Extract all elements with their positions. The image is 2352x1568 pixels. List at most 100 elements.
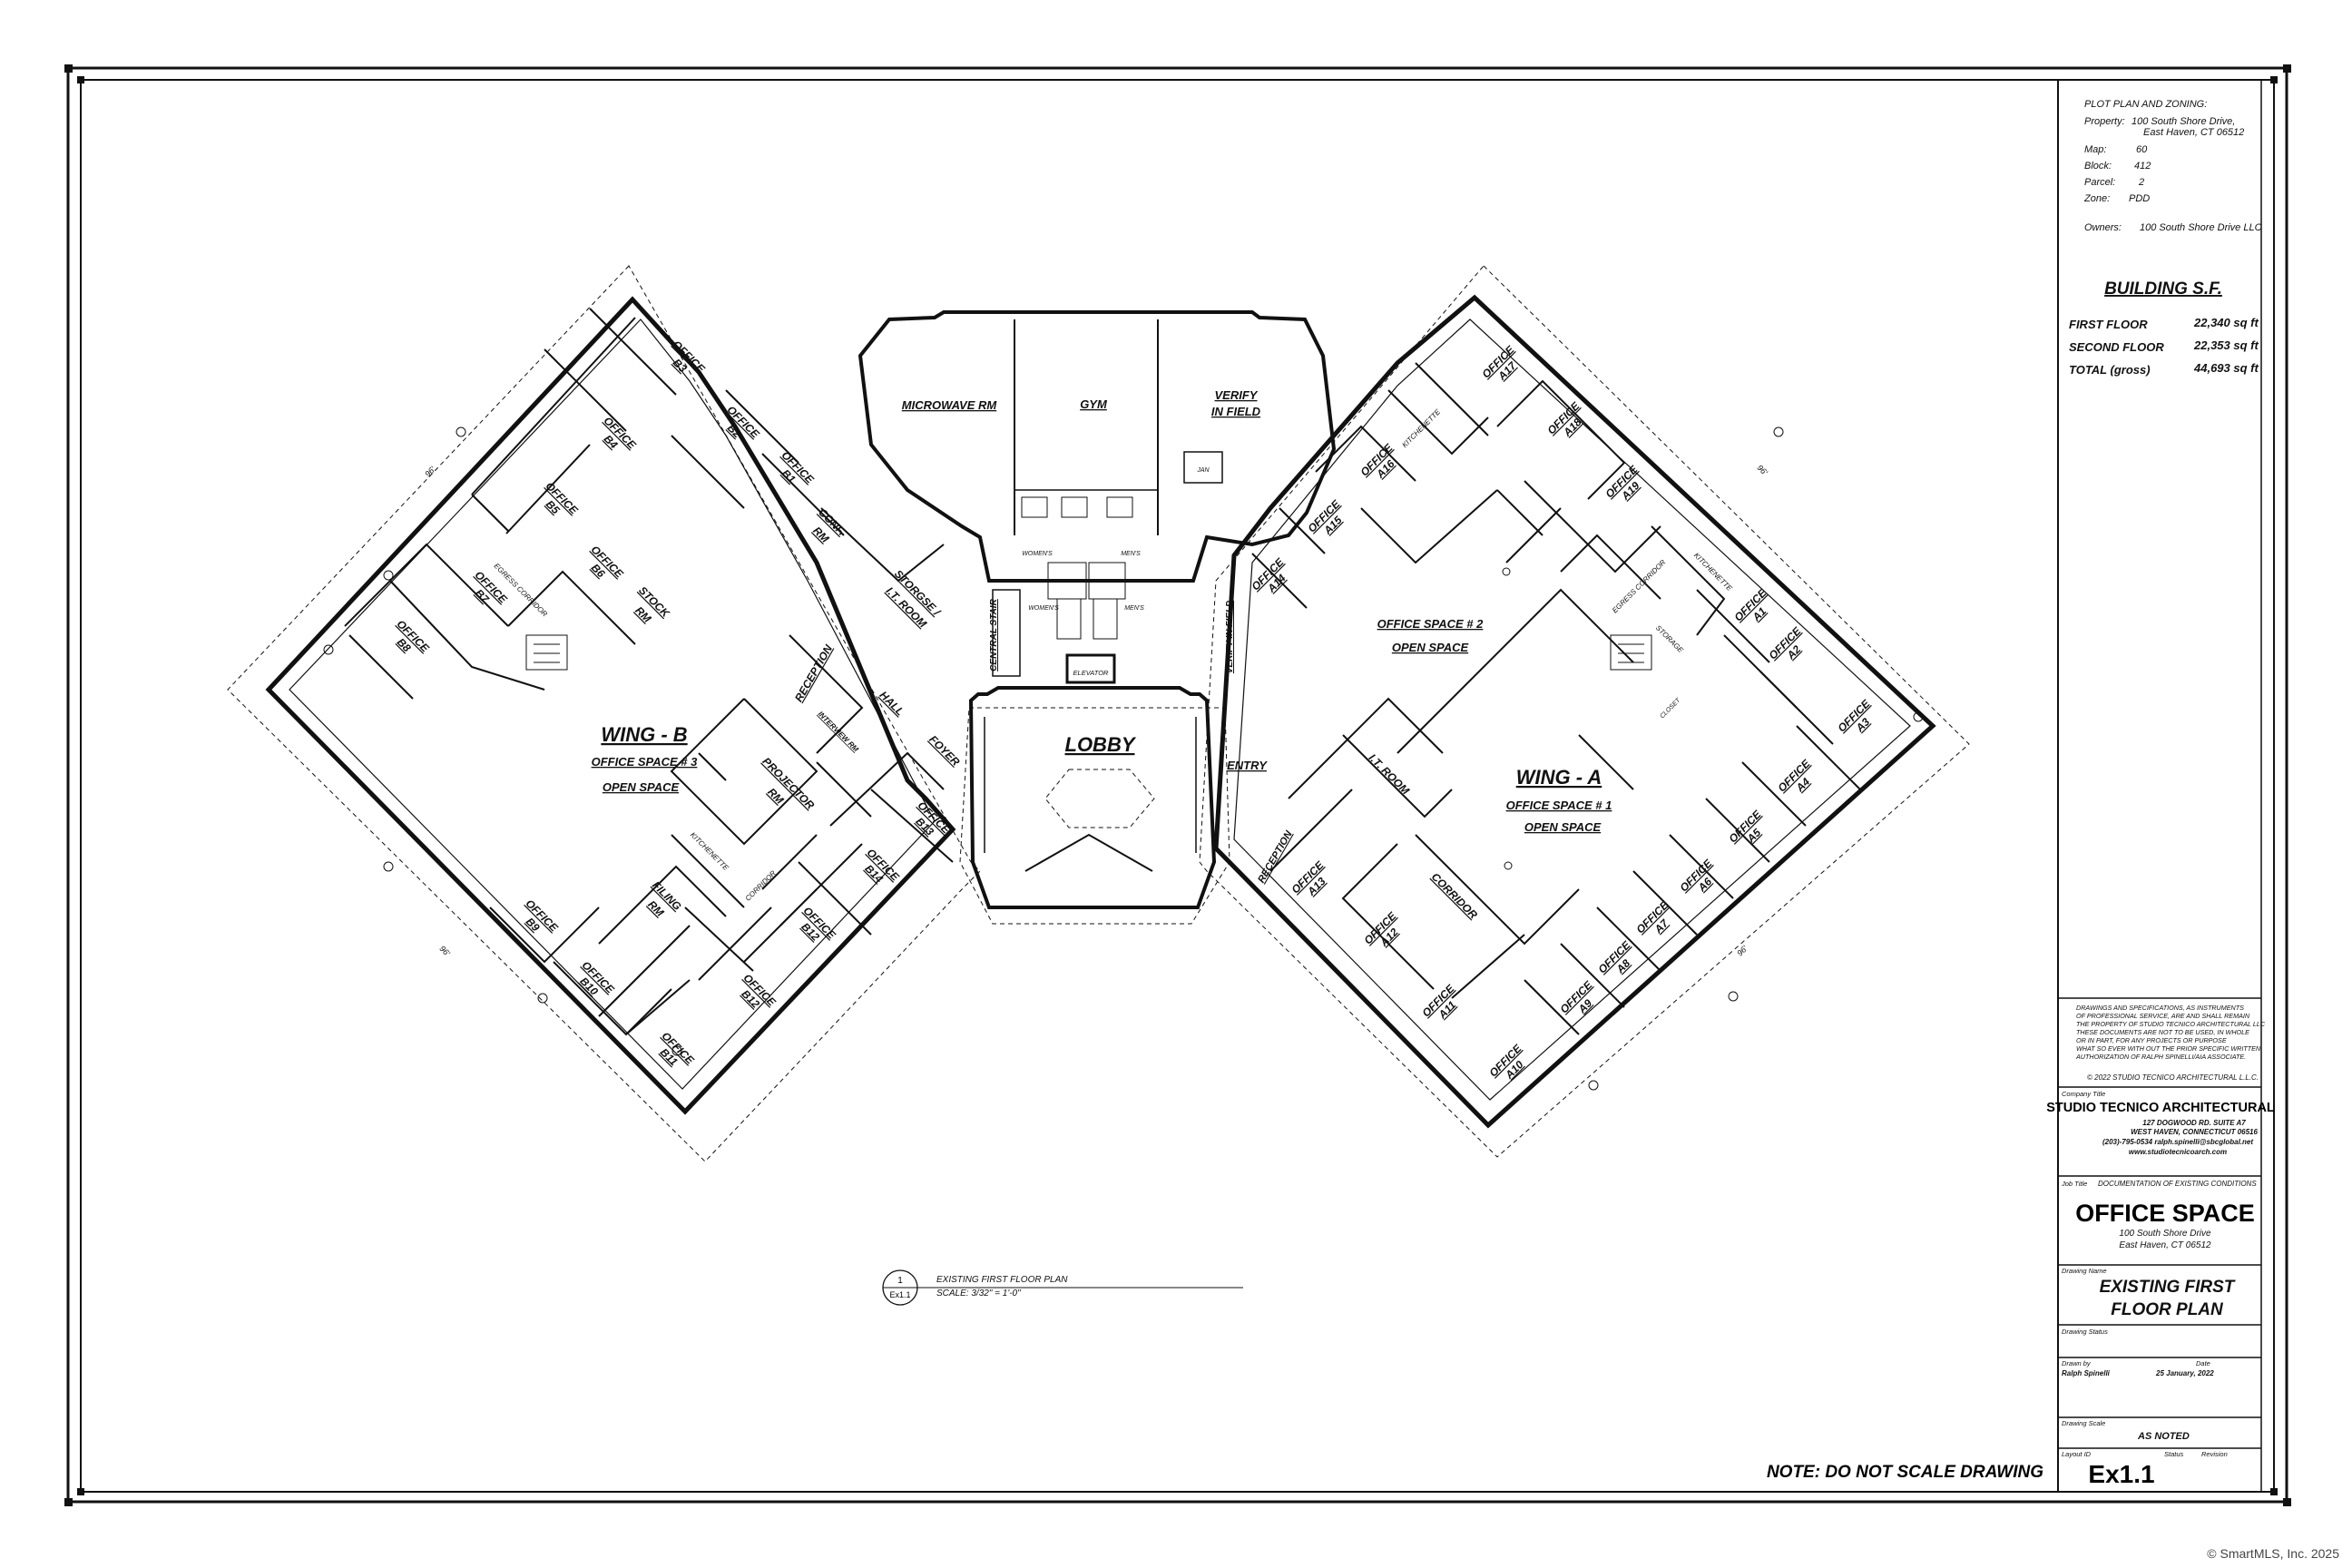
verify-label-2: IN FIELD bbox=[1211, 405, 1261, 418]
drawing-callout: 1 Ex1.1 EXISTING FIRST FLOOR PLAN SCALE:… bbox=[882, 1269, 1243, 1306]
lobby-label: LOBBY bbox=[1065, 733, 1137, 756]
scale-label: Drawing Scale bbox=[2062, 1419, 2105, 1427]
block-label: Block: bbox=[2084, 161, 2112, 172]
womens-label: WOMEN'S bbox=[1022, 551, 1053, 557]
drawing-name-line1: EXISTING FIRST bbox=[2100, 1278, 2236, 1297]
plot-plan-info: PLOT PLAN AND ZONING: Property: 100 Sout… bbox=[2083, 99, 2262, 233]
office-label-a-12: OFFICEA13 bbox=[1289, 858, 1336, 906]
status-label: Status bbox=[2164, 1450, 2184, 1458]
office-label-a-0: OFFICEA1 bbox=[1731, 586, 1779, 633]
columns bbox=[323, 426, 1924, 1091]
corridor-a-label: CORRIDOR bbox=[1429, 870, 1480, 921]
office-space-3-label: OFFICE SPACE # 3 bbox=[592, 755, 699, 769]
callout-number: 1 bbox=[897, 1276, 903, 1286]
office-label-a-13: OFFICEA14 bbox=[1249, 555, 1296, 603]
office-label-a-5: OFFICEA6 bbox=[1677, 857, 1724, 904]
job-title: OFFICE SPACE bbox=[2075, 1200, 2255, 1227]
dimension-label: 96' bbox=[437, 944, 452, 958]
sheet-border bbox=[66, 66, 2288, 1504]
do-not-scale-note: NOTE: DO NOT SCALE DRAWING bbox=[1767, 1463, 2043, 1482]
central-stair-label: CENTRAL STAIR bbox=[989, 598, 999, 671]
job-desc: DOCUMENTATION OF EXISTING CONDITIONS bbox=[2098, 1180, 2257, 1188]
property-label: Property: bbox=[2084, 116, 2125, 127]
second-floor-label: SECOND FLOOR bbox=[2069, 340, 2164, 354]
total-label: TOTAL (gross) bbox=[2069, 363, 2151, 377]
office-label-b-4: OFFICEB5 bbox=[534, 479, 582, 526]
disclaimer: DRAWINGS AND SPECIFICATIONS, AS INSTRUME… bbox=[2075, 1004, 2266, 1082]
company-web: www.studiotecnicoarch.com bbox=[2129, 1148, 2227, 1156]
property-line2: East Haven, CT 06512 bbox=[2143, 127, 2244, 138]
office-label-b-7: OFFICEB8 bbox=[386, 617, 433, 664]
zone-value: PDD bbox=[2129, 193, 2150, 204]
office-label-b-14: OFFICEB12 bbox=[792, 904, 839, 951]
company-address2: WEST HAVEN, CONNECTICUT 06516 bbox=[2131, 1128, 2258, 1136]
dimension-label: 96' bbox=[423, 465, 437, 479]
disclaimer-line: THESE DOCUMENTS ARE NOT TO BE USED, IN W… bbox=[2076, 1028, 2249, 1036]
microwave-room-label: MICROWAVE RM bbox=[902, 398, 998, 412]
first-floor-label: FIRST FLOOR bbox=[2069, 318, 2148, 331]
mens-label-2: MEN'S bbox=[1124, 605, 1144, 612]
entry-label: ENTRY bbox=[1227, 759, 1268, 772]
layout-id-value: Ex1.1 bbox=[2088, 1460, 2154, 1488]
disclaimer-line: OR IN PART, FOR ANY PROJECTS OR PURPOSE bbox=[2076, 1036, 2227, 1044]
verify-label-1: VERIFY bbox=[1215, 388, 1259, 402]
central-core bbox=[858, 310, 1337, 684]
office-label-a-2: OFFICEA3 bbox=[1835, 697, 1882, 744]
company-name: STUDIO TECNICO ARCHITECTURAL bbox=[2046, 1101, 2275, 1115]
closet-a-label: CLOSET bbox=[1660, 697, 1682, 720]
job-block: Job Title DOCUMENTATION OF EXISTING COND… bbox=[2061, 1180, 2257, 1250]
scale-value: AS NOTED bbox=[2137, 1431, 2190, 1442]
date-value: 25 January, 2022 bbox=[2155, 1369, 2214, 1377]
open-space-a2-label: OPEN SPACE bbox=[1392, 641, 1469, 654]
womens-label-2: WOMEN'S bbox=[1028, 605, 1059, 612]
wing-a-partitions bbox=[1251, 362, 1861, 1035]
office-label-a-11: OFFICEA12 bbox=[1361, 909, 1408, 956]
wing-a-label: WING - A bbox=[1516, 766, 1602, 789]
corner-marks bbox=[64, 64, 2291, 1506]
callout-scale: SCALE: 3/32" = 1'-0" bbox=[936, 1289, 1021, 1298]
office-label-a-16: OFFICEA17 bbox=[1479, 343, 1526, 390]
map-label: Map: bbox=[2084, 144, 2106, 155]
wing-b-label: WING - B bbox=[601, 723, 687, 746]
block-value: 412 bbox=[2134, 161, 2151, 172]
job-addr2: East Haven, CT 06512 bbox=[2119, 1240, 2211, 1250]
floor-plan bbox=[227, 265, 1970, 1162]
first-floor-value: 22,340 sq ft bbox=[2193, 316, 2259, 329]
disclaimer-line: THE PROPERTY OF STUDIO TECNICO ARCHITECT… bbox=[2076, 1020, 2266, 1028]
building-sf-table: BUILDING S.F. FIRST FLOOR 22,340 sq ft S… bbox=[2069, 279, 2259, 377]
job-addr1: 100 South Shore Drive bbox=[2119, 1229, 2211, 1239]
disclaimer-line: DRAWINGS AND SPECIFICATIONS, AS INSTRUME… bbox=[2076, 1004, 2244, 1012]
elevator-label: ELEVATOR bbox=[1073, 669, 1109, 677]
office-label-b-8: OFFICEB9 bbox=[514, 897, 562, 944]
foyer-label: FOYER bbox=[926, 733, 962, 769]
office-label-b-0: OFFICEB1 bbox=[770, 448, 818, 495]
office-label-b-5: OFFICEB6 bbox=[580, 543, 627, 590]
office-label-a-4: OFFICEA5 bbox=[1726, 808, 1773, 855]
dimension-label: 96' bbox=[1755, 463, 1769, 477]
title-block-rules bbox=[2058, 997, 2261, 1449]
gym-label: GYM bbox=[1080, 397, 1108, 411]
revision-label: Revision bbox=[2201, 1450, 2228, 1458]
company-label: Company Title bbox=[2062, 1090, 2105, 1098]
office-label-a-8: OFFICEA9 bbox=[1557, 978, 1604, 1025]
disclaimer-line: WHAT SO EVER WITH OUT THE PRIOR SPECIFIC… bbox=[2076, 1044, 2261, 1053]
office-label-b-13: OFFICEB14 bbox=[856, 846, 903, 893]
drawn-by-label: Drawn by bbox=[2062, 1359, 2092, 1367]
dimension-label: 96' bbox=[1735, 944, 1749, 958]
plan-labels: LOBBY ENTRY MICROWAVE RM GYM VERIFY IN F… bbox=[423, 388, 1769, 958]
date-label: Date bbox=[2196, 1359, 2210, 1367]
office-label-a-18: OFFICEA19 bbox=[1602, 463, 1650, 510]
drawing-status-label: Drawing Status bbox=[2062, 1328, 2108, 1336]
job-label: Job Title bbox=[2061, 1180, 2087, 1188]
disclaimer-line: OF PROFESSIONAL SERVICE, ARE AND SHALL R… bbox=[2076, 1012, 2250, 1020]
wing-a-outline bbox=[1199, 265, 1970, 1158]
map-value: 60 bbox=[2136, 144, 2148, 155]
drawing-block: Drawing Name EXISTING FIRST FLOOR PLAN D… bbox=[2062, 1267, 2236, 1488]
office-label-a-3: OFFICEA4 bbox=[1775, 757, 1822, 804]
corridor-b-label: CORRIDOR bbox=[744, 868, 778, 902]
lobby-outline bbox=[959, 686, 1230, 925]
disclaimer-line: AUTHORIZATION OF RALPH SPINELLI/AIA ASSO… bbox=[2075, 1053, 2246, 1061]
it-room-a-label: I.T. ROOM bbox=[1367, 751, 1413, 798]
zone-label: Zone: bbox=[2083, 193, 2110, 204]
